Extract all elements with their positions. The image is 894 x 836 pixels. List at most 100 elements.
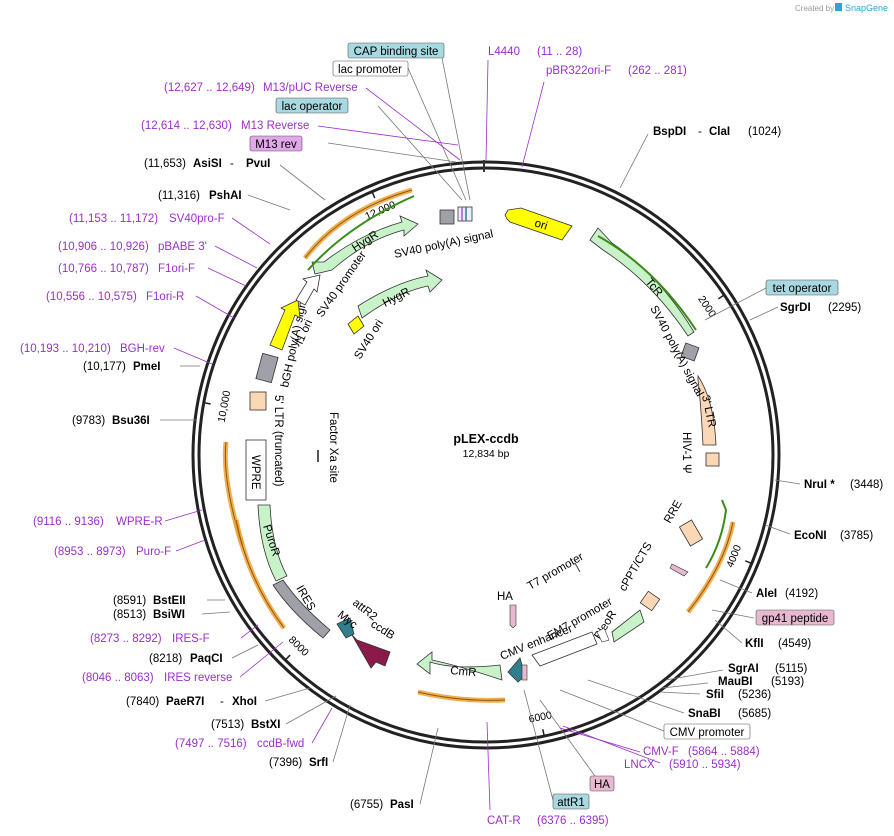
gp41-label: gp41 peptide — [762, 613, 829, 625]
srfi-name: SrfI — [309, 757, 328, 769]
gp41-box[interactable] — [755, 609, 835, 626]
clai-name: ClaI — [709, 126, 730, 138]
ha-feature[interactable] — [509, 604, 517, 629]
ruler-tick-0 — [717, 294, 725, 300]
f1f-name: F1ori-F — [158, 263, 195, 275]
bspdi-name: BspDI — [653, 126, 686, 138]
kfli-name: KflI — [745, 638, 764, 650]
brand-prefix: Created by — [795, 4, 834, 13]
iresf-coord: (8273 .. 8292) — [90, 633, 162, 645]
sv40-polya-top-label: SV40 poly(A) signal — [393, 228, 494, 261]
hygr-outer-feature[interactable] — [311, 215, 419, 275]
lac-promoter-label: lac promoter — [338, 64, 402, 76]
cmr-label: CmR — [450, 665, 477, 679]
lac-operator-box[interactable] — [275, 97, 349, 114]
iresr-coord: (8046 .. 8063) — [82, 672, 154, 684]
bottom-primer-line — [417, 691, 506, 701]
alei-name: AleI — [756, 588, 777, 600]
bgh-name: BGH-rev — [120, 343, 165, 355]
lac-region-feature[interactable] — [457, 206, 473, 222]
left-primer-line-b — [235, 519, 285, 629]
pshai-coord: (11,316) — [158, 190, 200, 202]
ccdb-feature[interactable] — [351, 634, 391, 669]
bsu-coord: (9783) — [72, 415, 105, 427]
attr1-feature[interactable] — [521, 664, 528, 681]
pasi-coord: (6755) — [350, 799, 383, 811]
ha-box[interactable] — [589, 775, 615, 792]
bgh-polya-feature[interactable] — [255, 352, 279, 384]
snabi-name: SnaBI — [688, 708, 721, 720]
sv40-ori-feature[interactable] — [347, 315, 365, 335]
ires-feature[interactable] — [272, 579, 331, 639]
ha-box-label: HA — [594, 779, 610, 791]
gp41-feature[interactable] — [669, 563, 689, 577]
sfii-coord: (5236) — [738, 689, 771, 701]
sv40f-name: SV40pro-F — [169, 213, 225, 225]
l4440-coord: (11 .. 28) — [537, 46, 582, 58]
xhoi-name: XhoI — [232, 696, 257, 708]
ori-feature[interactable] — [504, 207, 573, 241]
backbone-outer-strand — [191, 160, 781, 750]
hiv-psi-label: HIV-1 Ψ — [680, 432, 692, 474]
asisi-coord: (11,653) — [144, 158, 186, 170]
cmv-promoter-box[interactable] — [663, 723, 751, 740]
alei-coord: (4192) — [785, 588, 818, 600]
paqci-coord: (8218) — [149, 653, 182, 665]
l4440-name: L4440 — [488, 46, 520, 58]
em7-feature[interactable] — [596, 627, 610, 643]
pshai-name: PshAI — [209, 190, 242, 202]
sv40-polya-right-feature[interactable] — [680, 342, 700, 362]
pmei-coord: (10,177) — [83, 361, 126, 373]
attr1-box[interactable] — [552, 793, 590, 810]
cppt-label: cPPT/CTS — [617, 540, 655, 593]
hygr-primer-band — [307, 195, 415, 271]
myc-feature[interactable] — [336, 617, 355, 639]
sgrdi-name: SgrDI — [780, 302, 811, 314]
rre-primer-band — [705, 499, 728, 569]
cap-binding-site-box[interactable] — [347, 42, 445, 59]
factor-xa-label: Factor Xa site — [327, 412, 339, 483]
purof-name: Puro-F — [136, 546, 171, 558]
ruler-tick-2 — [542, 729, 545, 737]
puror-feature[interactable] — [257, 504, 288, 582]
tet-operator-box[interactable] — [765, 279, 839, 296]
wpre-feature[interactable] — [245, 439, 267, 501]
catr-name: CAT-R — [487, 815, 521, 827]
ruler-tick-label-0: 2000 — [695, 294, 718, 320]
lac-promoter-box[interactable] — [332, 60, 409, 77]
sv40-polya-top-feature[interactable] — [439, 209, 455, 225]
blank-arrow-feature[interactable] — [295, 274, 321, 306]
cmr-feature[interactable] — [416, 651, 503, 681]
ltr5-feature[interactable] — [249, 391, 267, 411]
sgrai-name: SgrAI — [728, 663, 759, 675]
f1-ori-feature[interactable] — [269, 299, 301, 351]
m13-rev-label: M13 rev — [255, 139, 297, 151]
pbr-name: pBR322ori-F — [546, 65, 611, 77]
sfii-name: SfiI — [706, 689, 724, 701]
pbr-coord: (262 .. 281) — [628, 65, 687, 77]
t7-promoter-label: T7 promoter — [526, 551, 586, 593]
hygr-inner-feature[interactable] — [357, 269, 443, 319]
rre-feature[interactable] — [678, 519, 704, 547]
ruler-tick-1 — [744, 560, 753, 565]
bleor-feature[interactable] — [611, 609, 645, 643]
brand-name: SnapGene — [845, 3, 888, 13]
hiv-psi-feature[interactable] — [705, 452, 720, 467]
paer7i-name: PaeR7I — [166, 696, 204, 708]
paer7i-dash: - — [220, 696, 224, 708]
cmv-enhancer-feature[interactable] — [531, 631, 598, 667]
ltr3-feature[interactable] — [697, 374, 717, 446]
cppt-feature[interactable] — [639, 590, 661, 612]
primer-leader-lines — [164, 59, 661, 811]
tcr-feature[interactable] — [589, 227, 695, 337]
m13puc-name: M13/pUC Reverse — [263, 82, 358, 94]
pvui-name: PvuI — [246, 158, 270, 170]
m13-rev-box[interactable] — [249, 135, 303, 152]
pbabe-coord: (10,906 .. 10,926) — [58, 241, 149, 253]
ccdbf-name: ccdB-fwd — [257, 738, 304, 750]
pbabe-name: pBABE 3' — [158, 241, 207, 253]
bstxi-name: BstXI — [251, 719, 280, 731]
